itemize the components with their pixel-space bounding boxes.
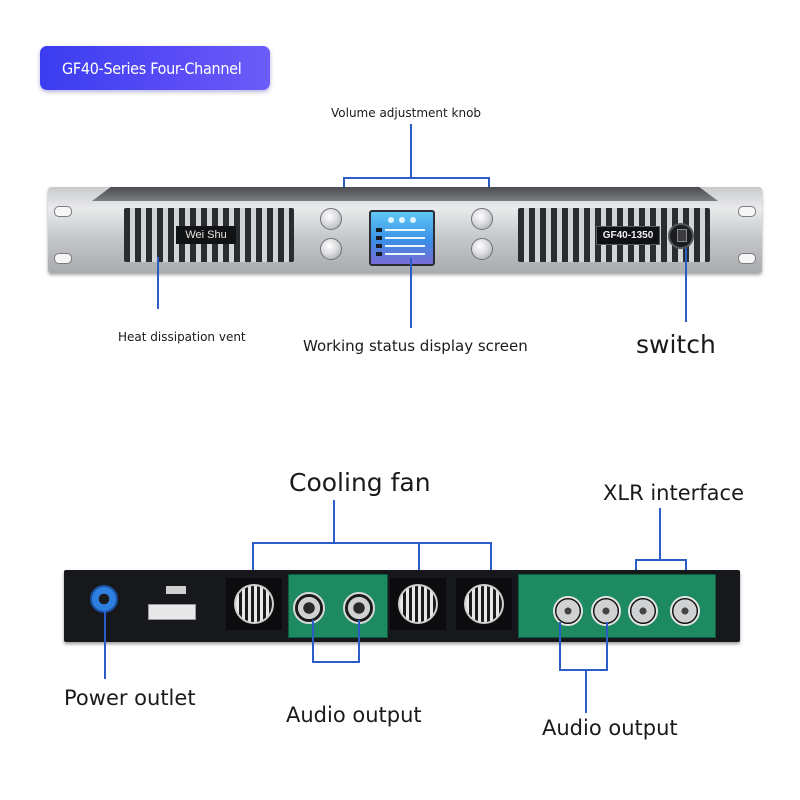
power-outlet-label: Power outlet [64, 686, 196, 710]
callout-line [104, 611, 106, 679]
cooling-fan-3 [456, 578, 512, 630]
callout-line [559, 669, 608, 671]
callout-line [585, 669, 587, 713]
volume-knob-3[interactable] [471, 208, 493, 230]
brand-name-plate: Wei Shu [176, 226, 236, 244]
callout-line [333, 500, 335, 543]
xlr-input-1[interactable] [628, 596, 658, 626]
callout-line [410, 258, 412, 328]
fan-grille-icon [464, 584, 504, 624]
callout-line [635, 559, 687, 561]
rack-ear-hole [54, 206, 72, 217]
power-switch[interactable] [668, 223, 694, 249]
warning-sticker [148, 604, 196, 620]
certification-marks-icon [166, 586, 186, 594]
display-screen-label: Working status display screen [303, 337, 528, 355]
series-title: GF40-Series Four-Channel [62, 58, 242, 78]
brand-name: Wei Shu [185, 229, 227, 241]
volume-knob-label: Volume adjustment knob [331, 106, 482, 120]
xlr-output-2[interactable] [591, 596, 621, 626]
rack-ear-hole [54, 253, 72, 264]
fan-grille-icon [234, 584, 274, 624]
volume-knob-2[interactable] [320, 238, 342, 260]
callout-line [659, 508, 661, 560]
cooling-fan-1 [226, 578, 282, 630]
callout-line [343, 177, 490, 179]
callout-line [312, 661, 360, 663]
xlr-input-2[interactable] [670, 596, 700, 626]
rack-ear-hole [738, 206, 756, 217]
callout-line [252, 542, 254, 586]
audio-output-right-label: Audio output [542, 716, 678, 740]
power-outlet-connector[interactable] [90, 585, 118, 613]
callout-line [559, 622, 561, 670]
callout-line [312, 620, 314, 662]
model-number: GF40-1350 [602, 230, 654, 241]
screen-meters-graphic [376, 217, 425, 256]
volume-knob-4[interactable] [471, 238, 493, 260]
callout-line [418, 542, 420, 586]
fan-grille-icon [398, 584, 438, 624]
speakon-output-1[interactable] [293, 592, 325, 624]
callout-line [685, 248, 687, 322]
callout-line [157, 257, 159, 309]
cooling-fan-2 [390, 578, 446, 630]
speakon-output-2[interactable] [343, 592, 375, 624]
callout-line [410, 124, 412, 178]
series-title-badge: GF40-Series Four-Channel [40, 46, 270, 90]
model-badge: GF40-1350 [596, 226, 660, 245]
callout-line [606, 622, 608, 670]
heat-vent-label: Heat dissipation vent [118, 330, 246, 344]
status-display-screen [369, 210, 435, 266]
callout-line [490, 542, 492, 586]
rack-ear-hole [738, 253, 756, 264]
volume-knob-1[interactable] [320, 208, 342, 230]
xlr-interface-label: XLR interface [603, 481, 745, 505]
callout-line [358, 620, 360, 662]
callout-line [252, 542, 492, 544]
front-panel-top [92, 187, 718, 201]
switch-label: switch [636, 330, 716, 359]
xlr-output-1[interactable] [553, 596, 583, 626]
cooling-fan-label: Cooling fan [289, 468, 431, 497]
audio-output-left-label: Audio output [286, 703, 422, 727]
